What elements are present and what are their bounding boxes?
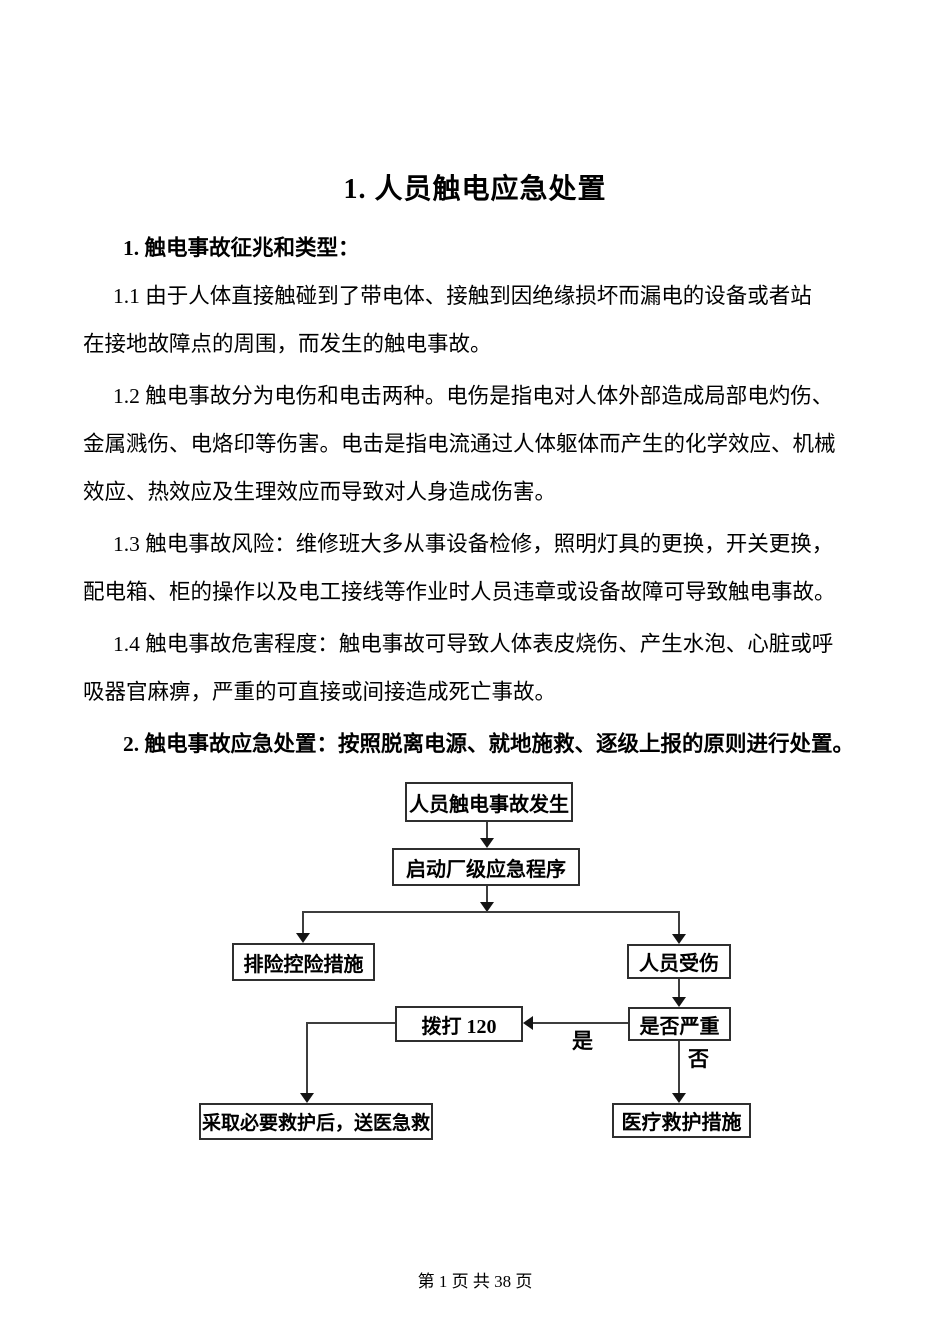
- arrow-down-icon: [480, 902, 494, 912]
- branch-label-no: 否: [688, 1047, 709, 1071]
- arrow-left-icon: [523, 1016, 533, 1030]
- connector-injured-severe-line: [678, 979, 680, 998]
- paragraph-1-2: 1.2 触电事故分为电伤和电击两种。电伤是指电对人体外部造成局部电灼伤、 金属溅…: [83, 384, 836, 504]
- flowchart-node-launch-procedure: 启动厂级应急程序: [392, 848, 580, 886]
- arrow-down-icon: [300, 1093, 314, 1103]
- connector-split-bar: [302, 911, 680, 913]
- arrow-down-icon: [480, 838, 494, 848]
- document-body: 1. 触电事故征兆和类型： 1.1 由于人体直接触碰到了带电体、接触到因绝缘损坏…: [83, 224, 871, 768]
- footer-page-number: 第 1 页 共 38 页: [417, 1272, 533, 1291]
- arrow-down-icon: [672, 1093, 686, 1103]
- flowchart-node-accident-occurs: 人员触电事故发生: [405, 782, 573, 822]
- connector-call-rescue-vline: [306, 1022, 308, 1095]
- connector-severe-medical-line: [678, 1041, 680, 1095]
- connector-launch-split-line: [486, 886, 488, 903]
- paragraph-1-1: 1.1 由于人体直接触碰到了带电体、接触到因绝缘损坏而漏电的设备或者站 在接地故…: [83, 284, 812, 356]
- branch-label-yes: 是: [572, 1029, 593, 1053]
- connector-split-control-line: [302, 912, 304, 934]
- flowchart-node-person-injured: 人员受伤: [627, 944, 731, 979]
- section-1-heading: 1. 触电事故征兆和类型：: [123, 236, 360, 260]
- connector-split-injured-line: [678, 912, 680, 935]
- flowchart-node-call-120: 拨打 120: [395, 1006, 523, 1042]
- section-2-heading: 2. 触电事故应急处置：按照脱离电源、就地施救、逐级上报的原则进行处置。: [123, 732, 855, 756]
- flowchart-node-risk-control: 排险控险措施: [232, 943, 375, 981]
- document-title: 1. 人员触电应急处置: [343, 174, 607, 205]
- paragraph-1-3: 1.3 触电事故风险：维修班大多从事设备检修，照明灯具的更换，开关更换， 配电箱…: [83, 532, 836, 604]
- paragraph-1-4: 1.4 触电事故危害程度：触电事故可导致人体表皮烧伤、产生水泡、心脏或呼 吸器官…: [83, 632, 834, 704]
- arrow-down-icon: [296, 933, 310, 943]
- flowchart-node-rescue-and-send: 采取必要救护后，送医急救: [199, 1103, 433, 1140]
- flowchart-node-medical-measures: 医疗救护措施: [612, 1103, 751, 1138]
- connector-start-launch-line: [486, 822, 488, 841]
- arrow-down-icon: [672, 934, 686, 944]
- connector-severe-call-line: [533, 1022, 628, 1024]
- connector-call-rescue-hline: [306, 1022, 395, 1024]
- arrow-down-icon: [672, 997, 686, 1007]
- flowchart-node-is-severe: 是否严重: [628, 1007, 731, 1041]
